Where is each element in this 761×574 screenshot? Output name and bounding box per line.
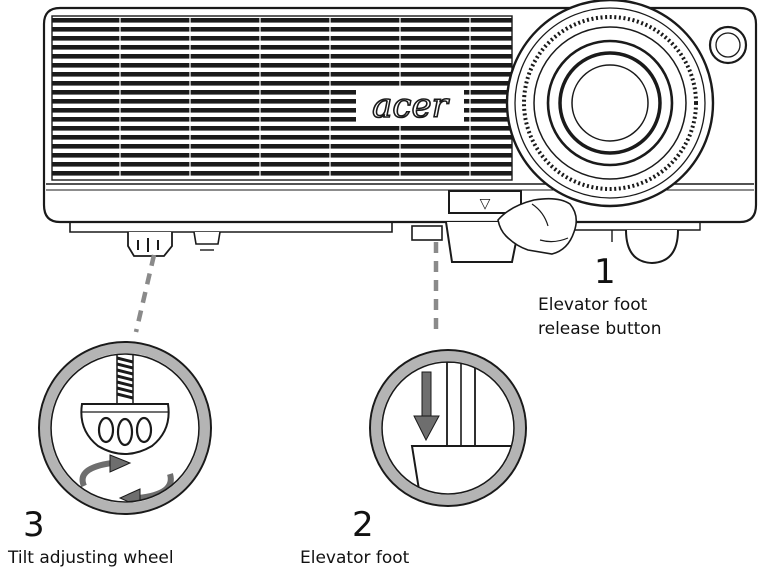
button-arrow-glyph: ▽ <box>480 196 491 212</box>
tilt-foot <box>127 232 173 257</box>
front-foot <box>611 229 679 265</box>
callout-number-3: 3 <box>23 505 45 545</box>
ir-sensor <box>708 25 748 65</box>
small-foot-pad <box>193 231 221 251</box>
caption-tilt-wheel: Tilt adjusting wheel <box>8 548 174 568</box>
acer-logo: acer <box>356 85 464 127</box>
hand-icon <box>497 197 578 255</box>
caption-release-button-line2: release button <box>538 319 662 339</box>
lens-assembly <box>505 0 715 208</box>
callout-number-1: 1 <box>594 252 616 292</box>
tilt-wheel-magnifier <box>38 341 212 515</box>
logo-text: acer <box>372 86 449 126</box>
leader-line-tilt <box>133 254 157 333</box>
caption-elevator-foot: Elevator foot <box>300 548 410 568</box>
callout-number-2: 2 <box>352 505 374 545</box>
caption-release-button-line1: Elevator foot <box>538 295 648 315</box>
elevator-release-button: ▽ <box>448 190 522 214</box>
elevator-foot-magnifier <box>369 349 527 507</box>
